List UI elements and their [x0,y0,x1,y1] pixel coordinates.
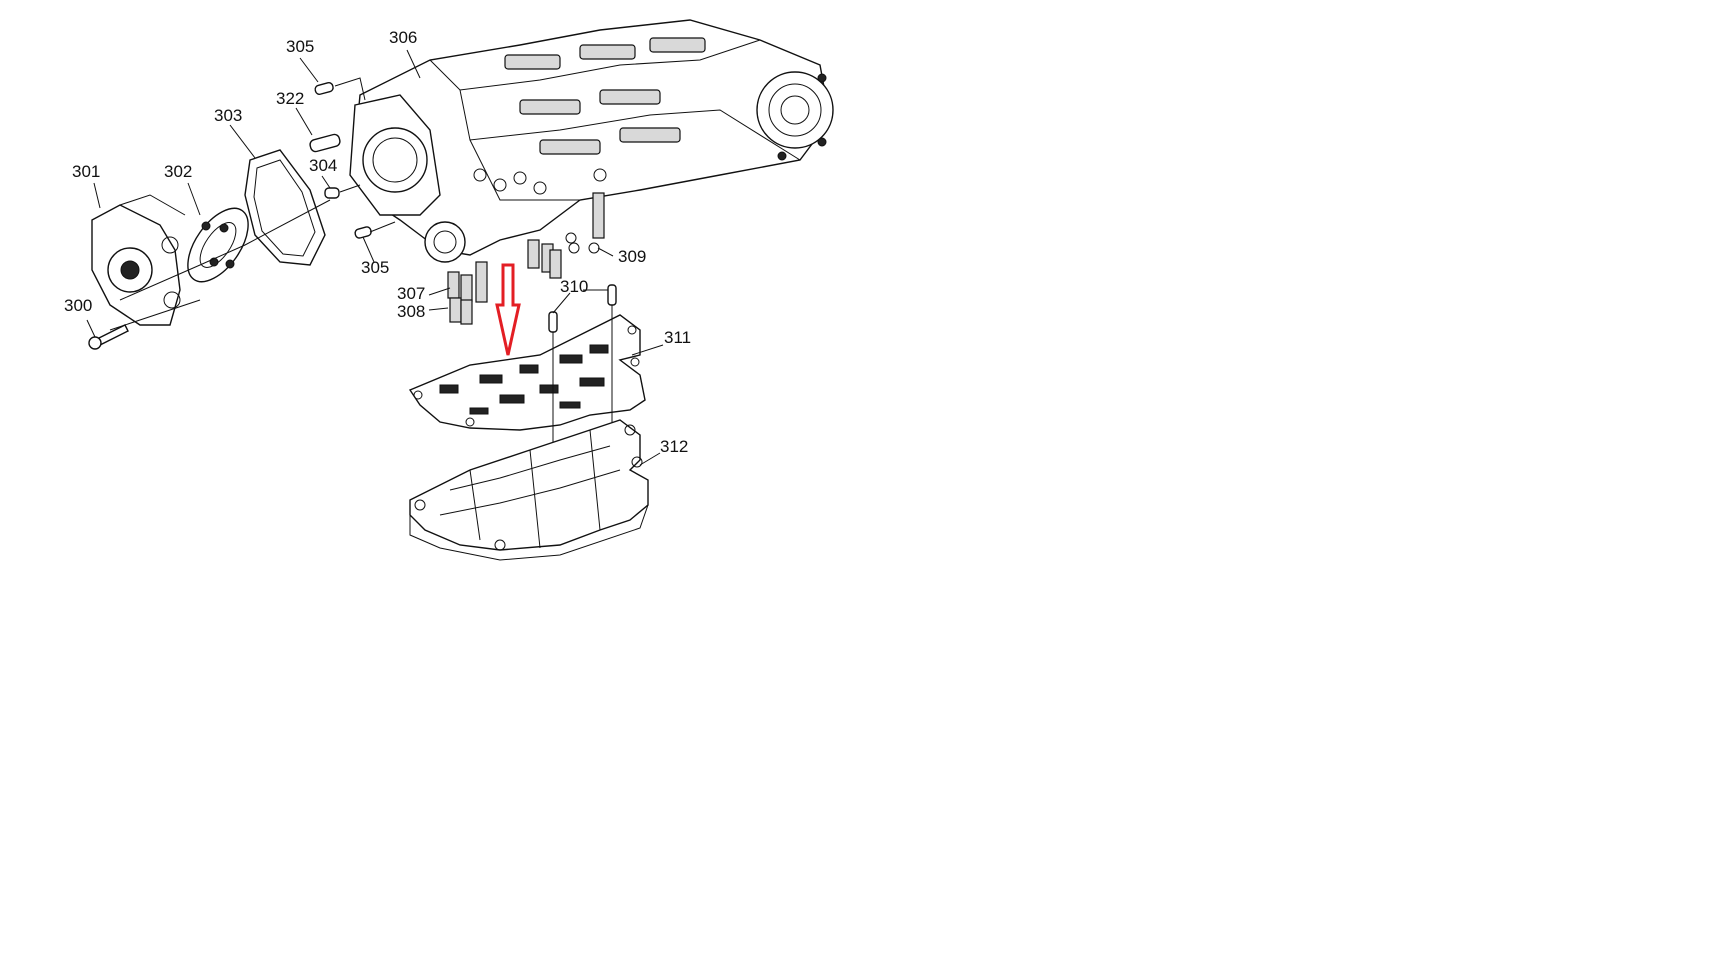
label-301: 301 [72,162,100,181]
label-303: 303 [214,106,242,125]
label-310: 310 [560,277,588,296]
label-307: 307 [397,284,425,303]
label-308: 308 [397,302,425,321]
label-312: 312 [660,437,688,456]
direction-arrow [495,263,521,356]
valve-body-assembly-306 [349,19,834,263]
spacer-plate-311 [408,314,646,431]
gasket-303 [244,149,326,266]
pin-304 [324,187,340,199]
label-306: 306 [389,28,417,47]
label-322: 322 [276,89,304,108]
label-304: 304 [309,156,337,175]
pin-305-upper [314,82,334,95]
springs-307-308 [447,239,562,325]
leader-lines [86,49,664,466]
pump-cover-301 [91,194,186,326]
label-300: 300 [64,296,92,315]
lower-valve-body-312 [409,419,649,561]
pin-322 [309,133,341,153]
pin-305-lower [354,226,372,239]
label-302: 302 [164,162,192,181]
label-311: 311 [664,328,691,347]
bolt-300 [88,324,129,350]
label-305-lower: 305 [361,258,389,277]
label-305-upper: 305 [286,37,314,56]
pump-gear-plate-302 [187,207,249,283]
alignment-lines [109,77,396,331]
label-309: 309 [618,247,646,266]
